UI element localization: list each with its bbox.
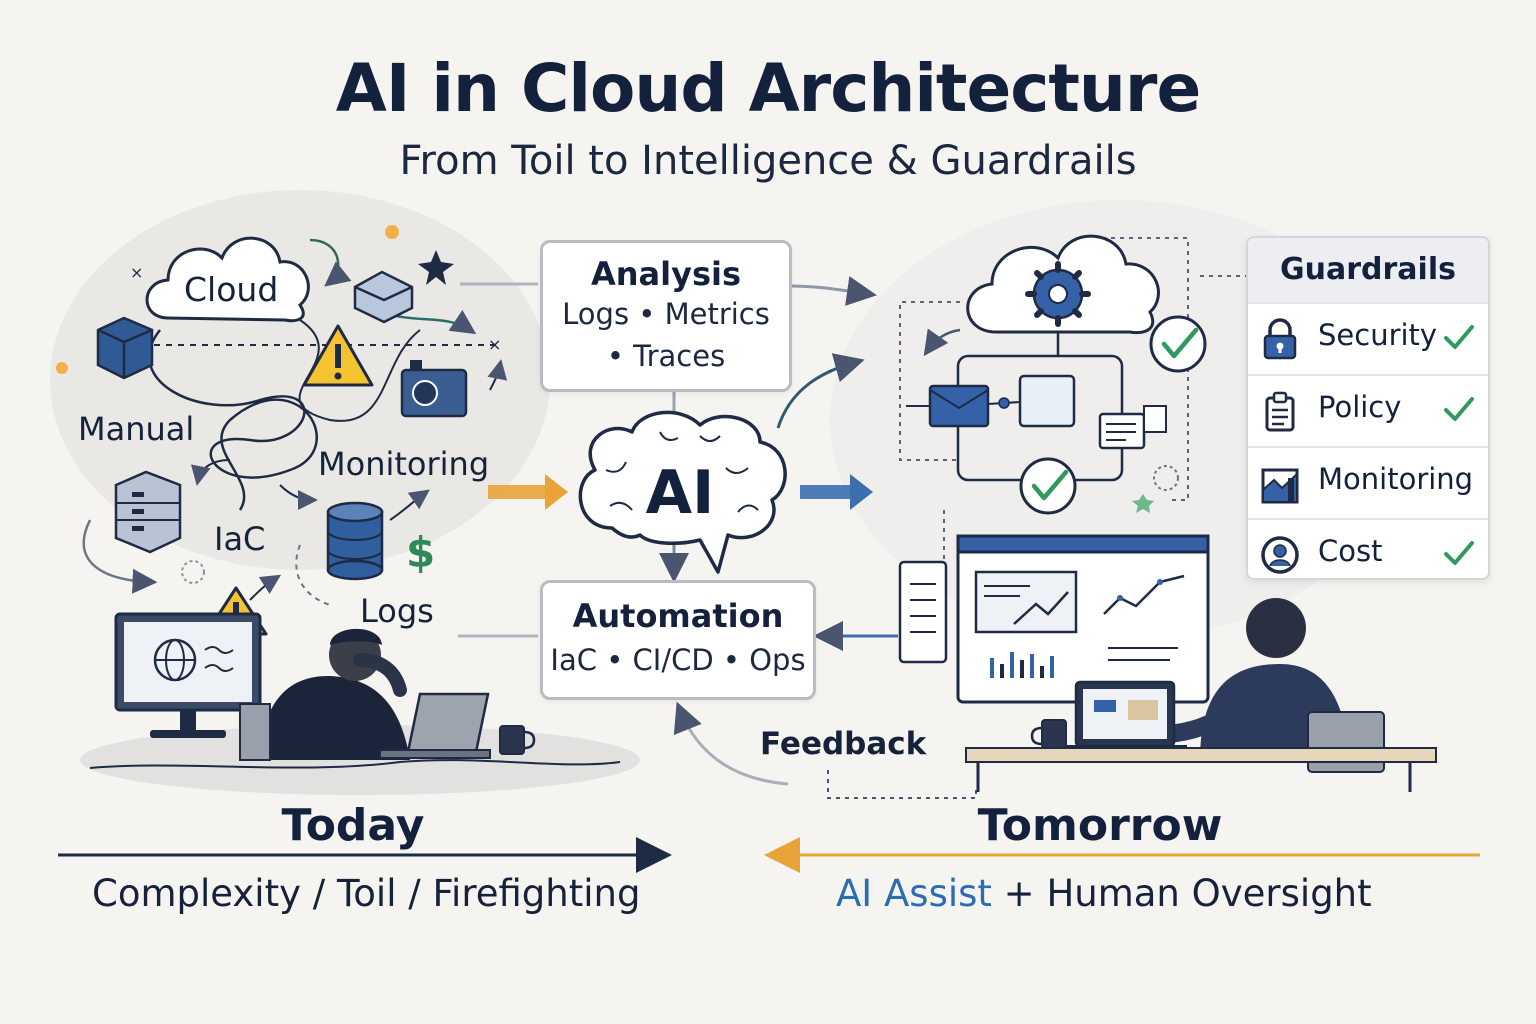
star-icon	[1132, 494, 1154, 513]
guardrail-item-security: Security	[1248, 302, 1488, 374]
sparkle-dot-icon	[56, 362, 68, 374]
today-caption: Complexity / Toil / Firefighting	[92, 872, 641, 915]
tomorrow-caption: AI Assist + Human Oversight	[836, 872, 1372, 915]
human-oversight-text: + Human Oversight	[991, 872, 1372, 915]
feedback-label: Feedback	[760, 726, 927, 762]
document-icon	[1265, 391, 1295, 432]
dollar-icon: $	[406, 528, 436, 577]
tomorrow-illustration	[898, 234, 1437, 792]
page-subtitle: From Toil to Intelligence & Guardrails	[399, 138, 1137, 184]
check-icon	[1444, 397, 1474, 421]
analysis-line1: Logs • Metrics	[562, 297, 770, 331]
desktop-monitor-icon	[114, 612, 262, 738]
coffee-mug-icon	[1030, 719, 1067, 749]
guardrail-label: Monitoring	[1318, 462, 1474, 496]
cloud-label: Cloud	[184, 270, 279, 309]
chart-icon	[1261, 468, 1299, 504]
gear-icon	[1025, 261, 1091, 327]
coffee-mug-icon	[499, 725, 536, 755]
automation-heading: Automation	[572, 597, 784, 635]
dotted-circle-icon	[181, 560, 205, 584]
guardrail-item-policy: Policy	[1248, 374, 1488, 446]
analysis-box: Analysis Logs • Metrics • Traces	[540, 240, 792, 392]
guardrail-label: Cost	[1318, 534, 1383, 568]
guardrail-item-monitoring: Monitoring	[1248, 446, 1488, 518]
envelope-icon	[928, 384, 990, 428]
guardrail-label: Policy	[1318, 390, 1402, 424]
coin-icon	[1261, 536, 1299, 574]
laptop-icon	[1063, 680, 1187, 755]
ai-label: AI	[645, 458, 715, 528]
server-box-icon	[400, 360, 468, 418]
warning-icon	[302, 324, 374, 387]
guardrail-item-cost: Cost	[1248, 518, 1488, 578]
automation-line1: IaC • CI/CD • Ops	[550, 643, 806, 677]
center-connectors	[458, 276, 977, 799]
check-icon	[1444, 325, 1474, 349]
today-illustration: × ×	[56, 225, 621, 769]
stressed-engineer-figure	[239, 628, 410, 761]
storage-cabinet-icon	[114, 470, 182, 554]
cube-icon	[353, 270, 414, 324]
today-heading: Today	[281, 800, 425, 851]
lock-icon	[1263, 318, 1297, 360]
checkmark-circle-icon	[1149, 315, 1207, 373]
laptop-icon	[379, 692, 491, 759]
iac-label: IaC	[214, 520, 266, 558]
desk	[965, 747, 1437, 763]
automation-box: Automation IaC • CI/CD • Ops	[540, 580, 816, 700]
logs-label: Logs	[360, 592, 434, 630]
page-title: AI in Cloud Architecture	[335, 50, 1201, 127]
guardrails-title: Guardrails	[1248, 238, 1488, 302]
manual-label: Manual	[78, 410, 195, 448]
x-mark-icon: ×	[488, 335, 501, 354]
monitoring-label: Monitoring	[318, 445, 490, 483]
guardrail-label: Security	[1318, 318, 1438, 352]
analysis-line2: • Traces	[606, 339, 726, 373]
ai-brain-icon	[578, 410, 787, 574]
document-card-icon	[1098, 412, 1146, 450]
dashboard-window	[898, 534, 1210, 704]
dotted-circle-icon	[1153, 465, 1179, 491]
service-node	[1018, 374, 1076, 428]
sparkle-dot-icon	[385, 225, 399, 239]
x-mark-icon: ×	[130, 263, 143, 282]
tomorrow-heading: Tomorrow	[977, 800, 1223, 851]
database-icon	[326, 501, 384, 581]
analysis-heading: Analysis	[590, 255, 742, 293]
guardrails-panel: Guardrails Security Policy	[1246, 236, 1490, 580]
check-icon	[1444, 541, 1474, 565]
checkmark-circle-icon	[1019, 457, 1077, 515]
star-icon	[418, 250, 454, 285]
cube-icon	[96, 316, 154, 380]
cloud-icon	[145, 236, 310, 323]
ai-assist-text: AI Assist	[836, 872, 992, 915]
